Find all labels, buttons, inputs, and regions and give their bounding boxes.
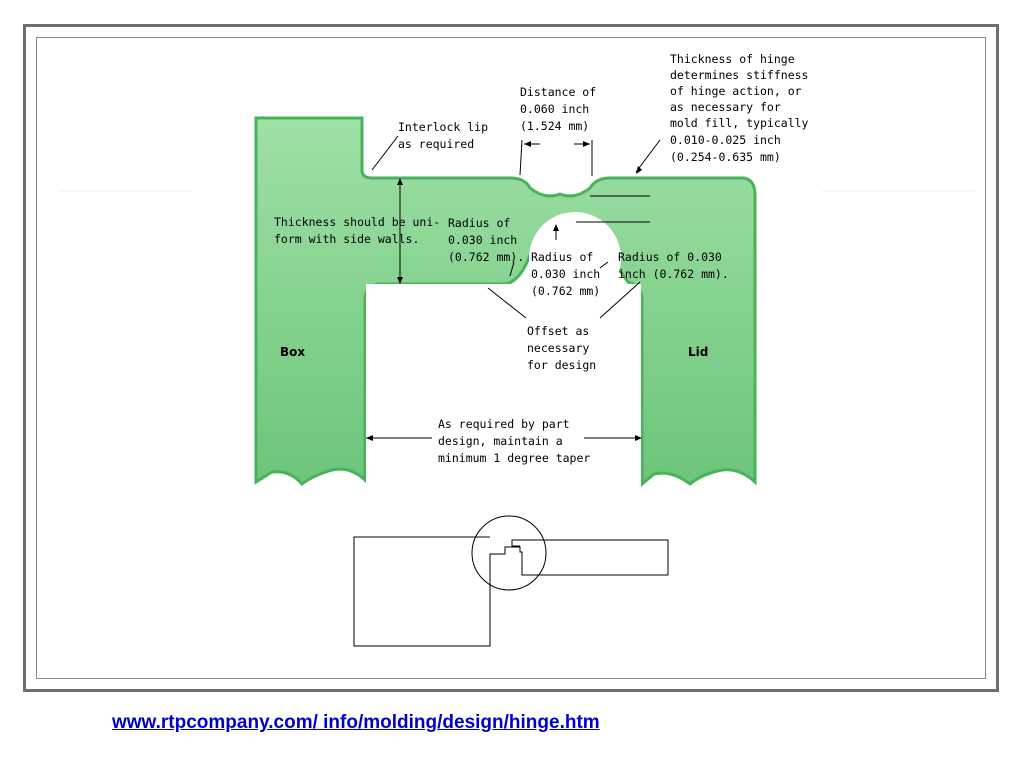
label-lid: Lid: [688, 345, 708, 359]
label-radius-right: Radius of 0.030 inch (0.762 mm).: [618, 250, 729, 281]
label-radius-left: Radius of 0.030 inch (0.762 mm).: [448, 216, 524, 264]
source-link[interactable]: www.rtpcompany.com/ info/molding/design/…: [112, 712, 600, 733]
label-box: Box: [280, 345, 305, 359]
leader-lines: [366, 135, 661, 439]
label-radius-center: Radius of 0.030 inch (0.762 mm): [531, 250, 607, 298]
label-taper: As required by part design, maintain a m…: [438, 417, 590, 465]
hinge-body-shape: [254, 116, 757, 488]
label-offset: Offset as necessary for design: [527, 324, 596, 372]
zoom-circle: [471, 515, 547, 591]
label-uniform-thickness: Thickness should be uni- form with side …: [274, 215, 447, 246]
hinge-opening: [366, 284, 641, 494]
overview-sketch: [353, 515, 669, 647]
label-distance: Distance of 0.060 inch (1.524 mm): [520, 85, 603, 133]
hinge-cutout: [529, 212, 621, 304]
arrowheads: [366, 141, 642, 441]
label-thickness-hinge: Thickness of hinge determines stiffness …: [670, 52, 815, 164]
label-interlock: Interlock lip as required: [398, 120, 495, 151]
diagram-inner-border: [36, 37, 986, 679]
